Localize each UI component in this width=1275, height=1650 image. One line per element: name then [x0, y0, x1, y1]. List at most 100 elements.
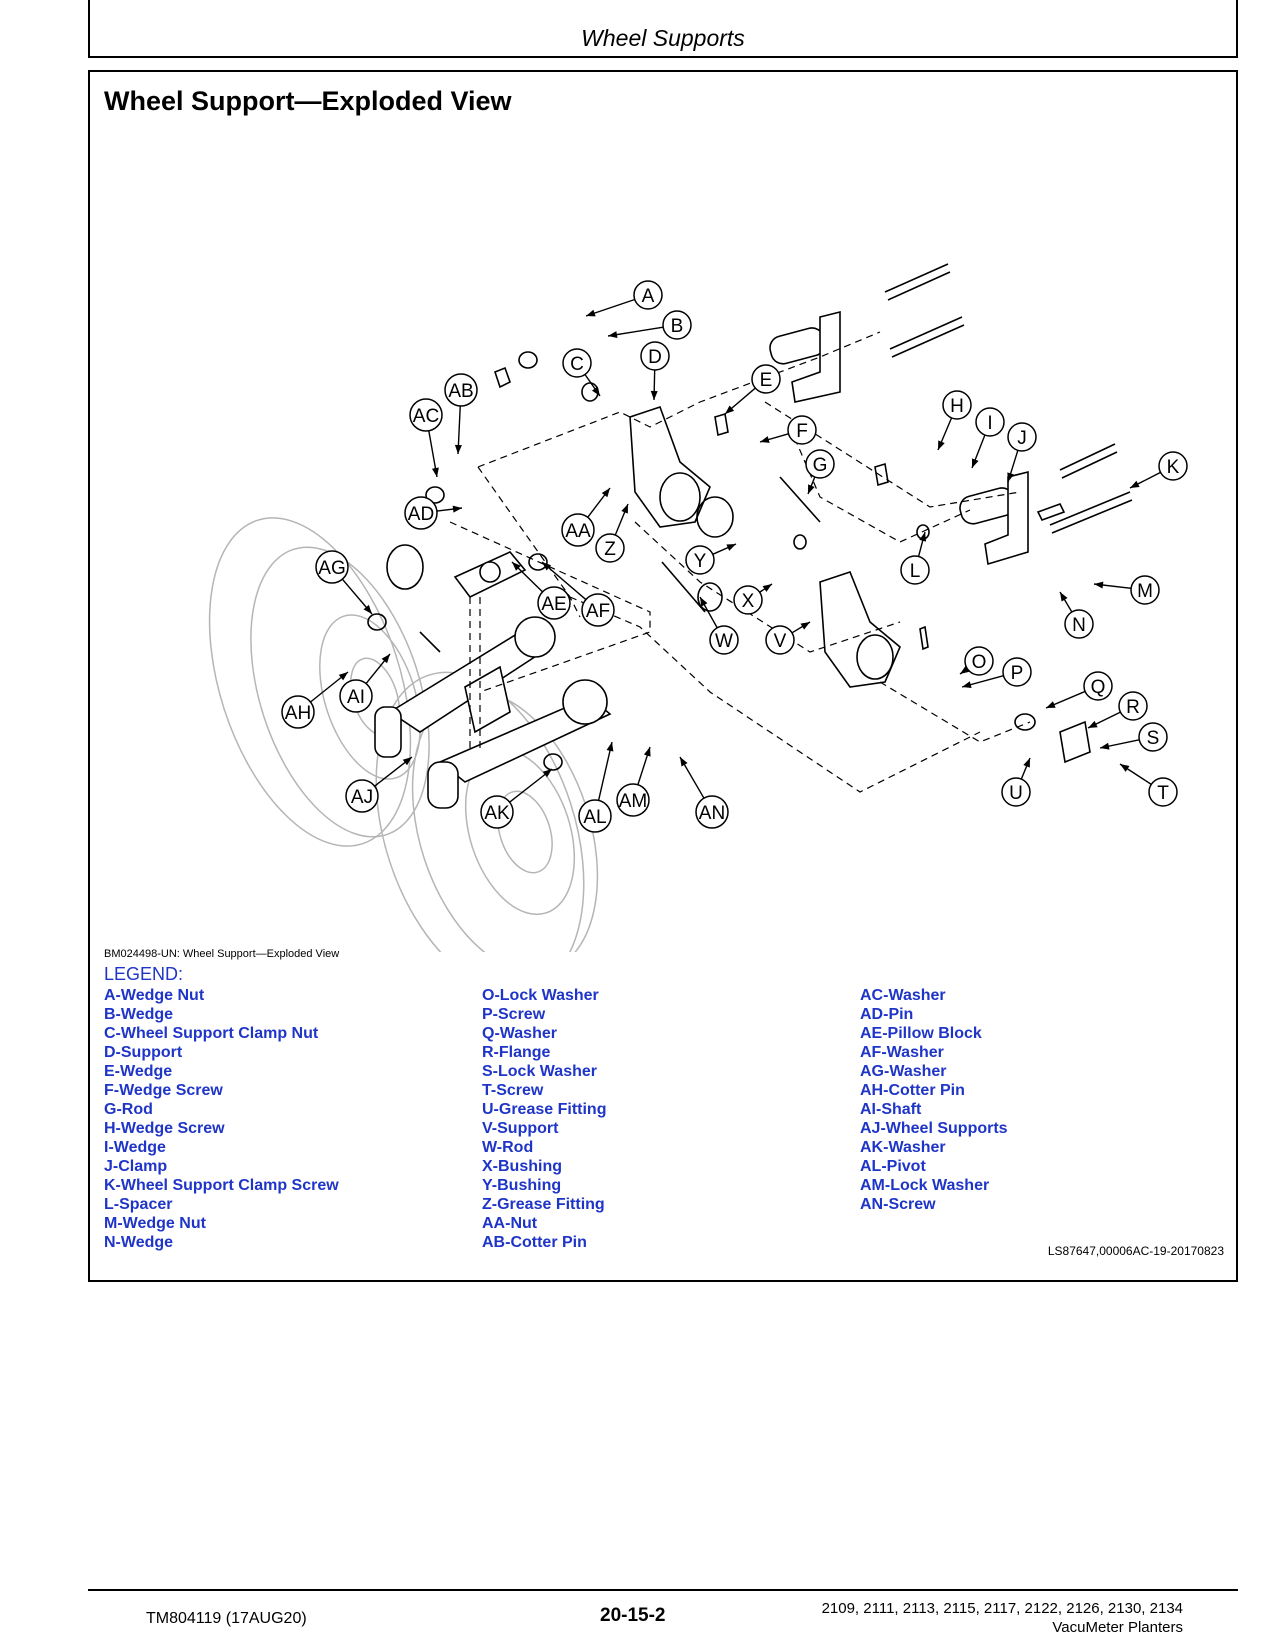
leader-arrowhead [762, 584, 772, 592]
legend-item: AA-Nut [482, 1215, 538, 1232]
legend-item: N-Wedge [104, 1234, 174, 1251]
legend-item: I-Wedge [104, 1139, 166, 1156]
callout-label: I [987, 413, 992, 434]
legend-item: AM-Lock Washer [860, 1177, 990, 1194]
callout-bubble [1001, 777, 1031, 807]
callout-bubble [1064, 609, 1094, 639]
callout-bubble [787, 415, 817, 445]
legend-item: Y-Bushing [482, 1177, 562, 1194]
callout-bubble [942, 390, 972, 420]
legend-item: Z-Grease Fitting [482, 1196, 605, 1213]
leader-arrowhead [760, 436, 770, 443]
legend-item: S-Lock Washer [482, 1063, 597, 1080]
callout-bubble [616, 783, 650, 817]
exploded-view-drawing: ABCDEFGHIJKLMNOPQRSTUVWXYZAAABACADAEAFAG… [208, 263, 1188, 952]
callout-bubble [444, 373, 478, 407]
callout-bubble [805, 449, 835, 479]
callout-bubble [537, 586, 571, 620]
leader-arrowhead [1046, 701, 1056, 708]
leader-arrowhead [1088, 720, 1098, 728]
legend-item: L-Spacer [104, 1196, 173, 1213]
leader-arrowhead [606, 742, 614, 752]
callout-bubble [640, 341, 670, 371]
callout-bubble [315, 550, 349, 584]
callout-bubble [900, 555, 930, 585]
callout-label: AH [285, 703, 311, 724]
callout-bubble [1138, 722, 1168, 752]
legend-item: AD-Pin [860, 1006, 914, 1023]
page-header: Wheel Supports [88, 0, 1238, 58]
leader-arrowhead [919, 532, 927, 542]
callout-bubble [633, 280, 663, 310]
figure-caption: BM024498-UN: Wheel Support—Exploded View [104, 948, 340, 960]
leader-arrowhead [1100, 742, 1110, 750]
leader-arrowhead [726, 544, 736, 551]
callout-label: V [774, 631, 787, 652]
legend-item: AC-Washer [860, 987, 946, 1004]
callout-label: Z [604, 539, 616, 560]
callout-bubble [1007, 422, 1037, 452]
callout-label: G [813, 455, 828, 476]
leader-arrowhead [962, 681, 972, 689]
legend-item: K-Wheel Support Clamp Screw [104, 1177, 339, 1194]
callout-bubble [1118, 691, 1148, 721]
callout-label: AF [586, 601, 610, 622]
callout-label: E [760, 370, 773, 391]
footer-manual-id: TM804119 (17AUG20) [146, 1610, 307, 1627]
callout-label: Q [1091, 677, 1106, 698]
legend-heading: LEGEND: [104, 964, 184, 984]
leader-arrowhead [680, 757, 688, 767]
legend-item: A-Wedge Nut [104, 987, 205, 1004]
legend-item: O-Lock Washer [482, 987, 599, 1004]
callout-label: F [796, 421, 808, 442]
callout-bubble [595, 533, 625, 563]
callout-bubble [578, 799, 612, 833]
clamp-upper-drawing [769, 263, 965, 403]
leader-arrowhead [650, 390, 658, 400]
callout-bubble [404, 496, 438, 530]
pillow-block-drawing [386, 544, 527, 599]
legend-item: AF-Washer [860, 1044, 944, 1061]
callout-label: Y [694, 551, 707, 572]
callout-label: A [642, 286, 655, 307]
callout-label: AB [448, 381, 473, 402]
callout-label: U [1009, 783, 1023, 804]
callout-bubble [480, 795, 514, 829]
leader-arrowhead [700, 597, 708, 607]
callout-label: AJ [351, 787, 373, 808]
legend-item: V-Support [482, 1120, 559, 1137]
footer-page-number: 20-15-2 [600, 1605, 666, 1626]
document-reference: LS87647,00006AC-19-20170823 [1047, 1244, 1224, 1258]
leader-arrowhead [808, 484, 815, 494]
legend-item: W-Rod [482, 1139, 534, 1156]
leader-arrowhead [643, 747, 651, 757]
leader-arrowhead [938, 440, 945, 450]
callout-bubble [733, 585, 763, 615]
legend-item: G-Rod [104, 1101, 153, 1118]
callout-label: W [715, 631, 733, 652]
clamp-j-drawing [959, 443, 1133, 566]
legend-item: AL-Pivot [860, 1158, 926, 1175]
callout-bubble [1158, 451, 1188, 481]
callout-bubble [709, 625, 739, 655]
callout-bubble [345, 779, 379, 813]
callout-bubble [581, 593, 615, 627]
callout-bubble [964, 646, 994, 676]
legend-item: B-Wedge [104, 1006, 174, 1023]
leader-arrowhead [800, 622, 810, 630]
leader-arrowhead [402, 757, 412, 766]
legend-item: R-Flange [482, 1044, 551, 1061]
footer-model-numbers: 2109, 2111, 2113, 2115, 2117, 2122, 2126… [821, 1600, 1183, 1617]
leader-arrowhead [512, 562, 521, 571]
alignment-lines [449, 331, 1031, 793]
leader-arrowhead [621, 504, 628, 514]
callout-bubble [695, 795, 729, 829]
header-title: Wheel Supports [581, 25, 745, 51]
callout-bubble [1148, 777, 1178, 807]
leader-arrowhead [591, 386, 600, 396]
callout-bubble [1130, 575, 1160, 605]
callout-label: AC [413, 406, 439, 427]
leader-arrowhead [601, 488, 610, 498]
